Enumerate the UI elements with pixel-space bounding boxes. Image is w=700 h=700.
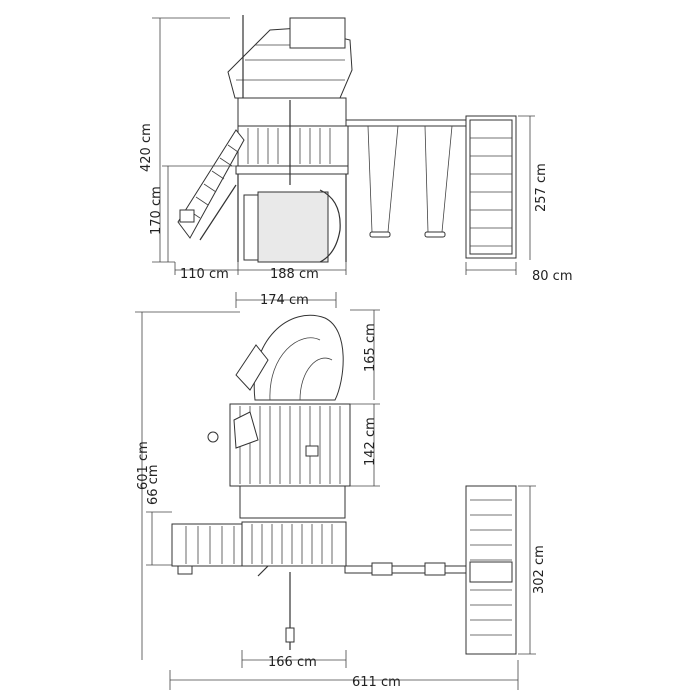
- top-view: 174 cm 165 cm 142 cm 601 cm 66 cm 302 cm…: [135, 292, 547, 690]
- dim-height-total: 420 cm: [139, 123, 154, 172]
- dim-offset-left: 66 cm: [146, 465, 161, 506]
- side-ladder-top: [171, 523, 243, 575]
- top-dimension-lines: [135, 292, 536, 690]
- dim-climber-length: 302 cm: [532, 545, 547, 594]
- roof-top: [207, 403, 351, 487]
- dim-width-total: 611 cm: [352, 675, 401, 690]
- front-ladder: [177, 129, 245, 241]
- tower-body: [235, 97, 349, 263]
- dim-height-deck: 170 cm: [149, 186, 164, 235]
- climbing-frame: [465, 115, 517, 259]
- dim-width-climber: 80 cm: [532, 269, 573, 284]
- front-dimension-lines: [152, 17, 535, 275]
- swing-set: [345, 119, 471, 238]
- dim-width-tower: 188 cm: [270, 267, 319, 282]
- dim-width-base: 166 cm: [268, 655, 317, 670]
- climbing-frame-top: [465, 485, 517, 655]
- front-view: 420 cm 170 cm 110 cm 188 cm 257 cm 80 cm: [139, 15, 573, 284]
- dim-depth-slide: 165 cm: [363, 323, 378, 372]
- dim-width-top: 174 cm: [260, 293, 309, 308]
- dim-depth-total: 601 cm: [136, 441, 151, 490]
- deck-top: [239, 485, 347, 567]
- dim-depth-roof: 142 cm: [363, 417, 378, 466]
- dim-height-climber: 257 cm: [534, 163, 549, 212]
- swing-beam-top: [257, 562, 471, 650]
- slide-top: [235, 314, 344, 401]
- tower-roof: [227, 15, 353, 110]
- dim-width-ladder: 110 cm: [180, 267, 229, 282]
